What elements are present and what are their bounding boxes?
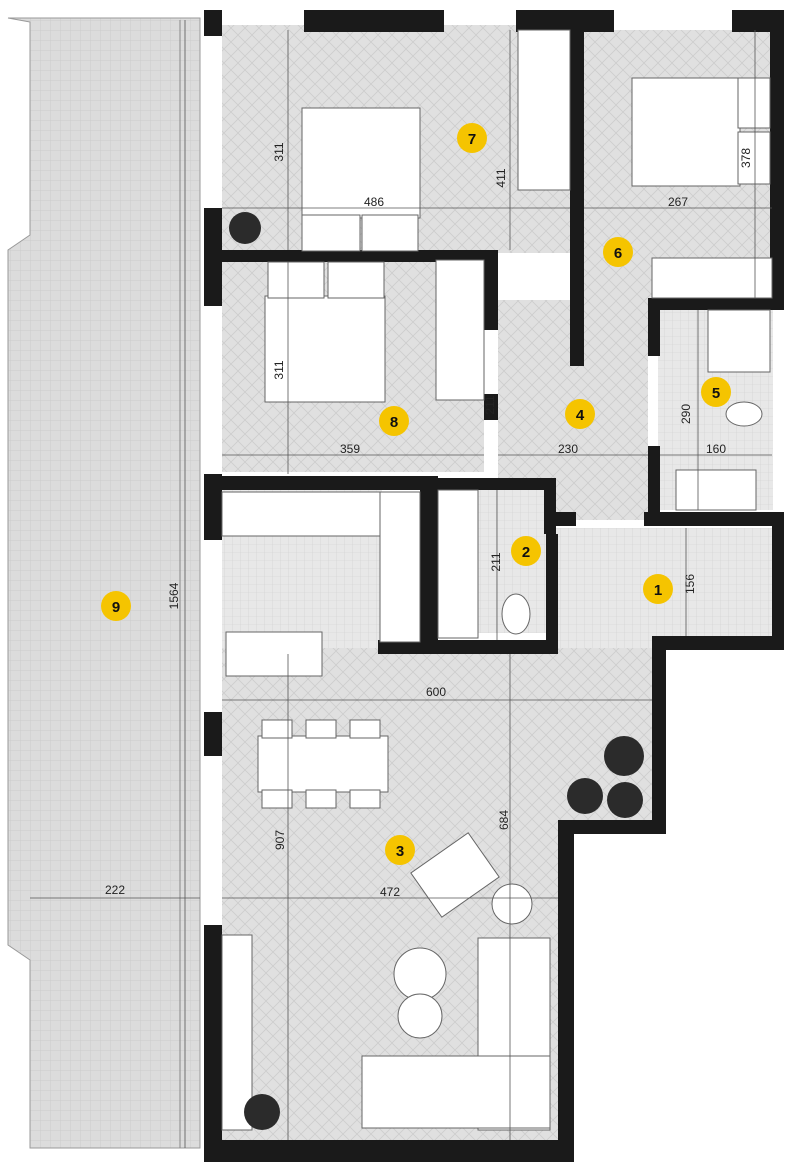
svg-text:5: 5 (712, 385, 720, 402)
dim-label: 411 (494, 168, 508, 187)
dimension-lines (30, 20, 772, 1148)
svg-text:4: 4 (576, 407, 585, 424)
dim-label: 1564 (167, 582, 181, 609)
dim-label: 230 (558, 442, 578, 456)
dimension-labels: 311 486 411 378 267 311 359 211 230 290 … (105, 142, 753, 899)
svg-text:6: 6 (614, 245, 622, 262)
svg-text:8: 8 (390, 414, 398, 431)
furniture (221, 29, 773, 1131)
dim-label: 267 (668, 195, 688, 209)
dim-label: 290 (679, 404, 693, 424)
walls (204, 10, 784, 1162)
room-marker-8[interactable]: 8 (379, 406, 409, 436)
svg-text:2: 2 (522, 544, 530, 561)
room-marker-2[interactable]: 2 (511, 536, 541, 566)
room-marker-1[interactable]: 1 (643, 574, 673, 604)
dim-label: 378 (739, 148, 753, 168)
dim-label: 684 (497, 810, 511, 830)
svg-text:7: 7 (468, 131, 476, 148)
dim-label: 472 (380, 885, 400, 899)
room-marker-6[interactable]: 6 (603, 237, 633, 267)
room-marker-7[interactable]: 7 (457, 123, 487, 153)
dim-label: 160 (706, 442, 726, 456)
svg-text:1: 1 (654, 582, 662, 599)
room-marker-5[interactable]: 5 (701, 377, 731, 407)
dim-label: 311 (272, 142, 286, 161)
dim-label: 211 (489, 552, 503, 571)
dim-label: 222 (105, 883, 125, 897)
dim-label: 156 (683, 574, 697, 594)
dim-label: 600 (426, 685, 446, 699)
dim-label: 211 (483, 395, 497, 414)
svg-text:3: 3 (396, 843, 404, 860)
svg-text:9: 9 (112, 599, 120, 616)
dim-label: 359 (340, 442, 360, 456)
room-marker-3[interactable]: 3 (385, 835, 415, 865)
plant-icon (229, 212, 644, 1130)
room-markers: 7 6 8 4 5 2 1 9 (101, 123, 731, 865)
terrace-area (7, 17, 201, 1149)
dim-label: 907 (273, 830, 287, 850)
dim-label: 486 (364, 195, 384, 209)
dim-label: 311 (272, 360, 286, 379)
room-marker-4[interactable]: 4 (565, 399, 595, 429)
room-marker-9[interactable]: 9 (101, 591, 131, 621)
